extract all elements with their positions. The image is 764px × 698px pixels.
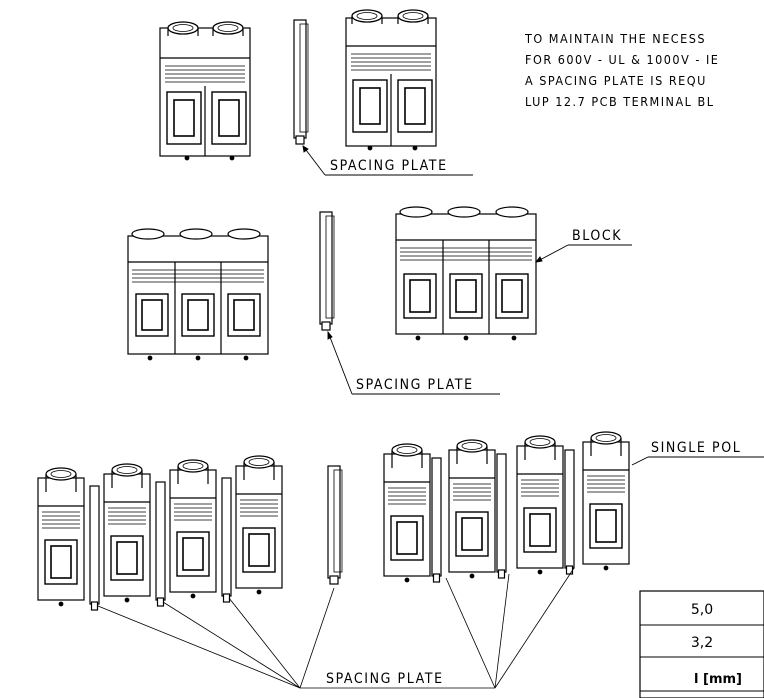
table-header-unit: l [mm] [694,672,742,687]
single-pole-left-3 [169,459,217,599]
leader-single-pole [631,456,764,466]
single-pole-row-left [37,455,283,611]
leader-spacing-plate-middle [327,330,500,395]
label-single-pole: SINGLE POL [651,440,741,456]
spacing-plate-right-1 [431,457,442,583]
note-text: TO MAINTAIN THE NECESS FOR 600V - UL & 1… [524,31,719,109]
note-line-1: TO MAINTAIN THE NECESS [524,31,706,46]
single-pole-row-right [383,431,630,583]
leader-fan-spacing-plates [97,567,575,689]
label-block: BLOCK [572,228,622,244]
table-cell-row-1: 5,0 [691,602,713,618]
table-cell-row-2: 3,2 [691,635,713,651]
spacing-plate-right-3 [564,449,575,575]
single-pole-left-4 [235,455,283,595]
note-line-2: FOR 600V - UL & 1000V - IE [525,52,719,67]
single-pole-right-1 [383,443,431,583]
single-pole-right-3 [516,435,564,575]
label-spacing-plate-bottom: SPACING PLATE [326,671,444,687]
leader-block [534,244,632,263]
spacing-plate-left-3 [221,477,232,603]
note-line-4: LUP 12.7 PCB TERMINAL BL [525,94,714,109]
single-pole-left-2 [103,463,151,603]
three-pole-block-left [127,228,269,361]
spacing-plate-right-2 [496,453,507,579]
spacing-plate-top [293,19,309,145]
two-pole-block-right [345,9,437,151]
dimension-table: 5,0 3,2 l [mm] [639,590,764,698]
spacing-plate-left-1 [89,485,100,611]
single-pole-left-1 [37,467,85,607]
single-pole-right-4 [582,431,630,571]
spacing-plate-left-2 [155,481,166,607]
label-spacing-plate-top: SPACING PLATE [330,158,448,174]
spacing-plate-middle [319,211,335,331]
single-pole-right-2 [448,439,496,579]
leader-spacing-plate-top [302,145,473,176]
two-pole-block-left [159,21,251,161]
label-spacing-plate-middle: SPACING PLATE [356,377,474,393]
spacing-plate-bottom-center [327,465,343,585]
note-line-3: A SPACING PLATE IS REQU [525,73,707,88]
three-pole-block-right [395,206,537,341]
